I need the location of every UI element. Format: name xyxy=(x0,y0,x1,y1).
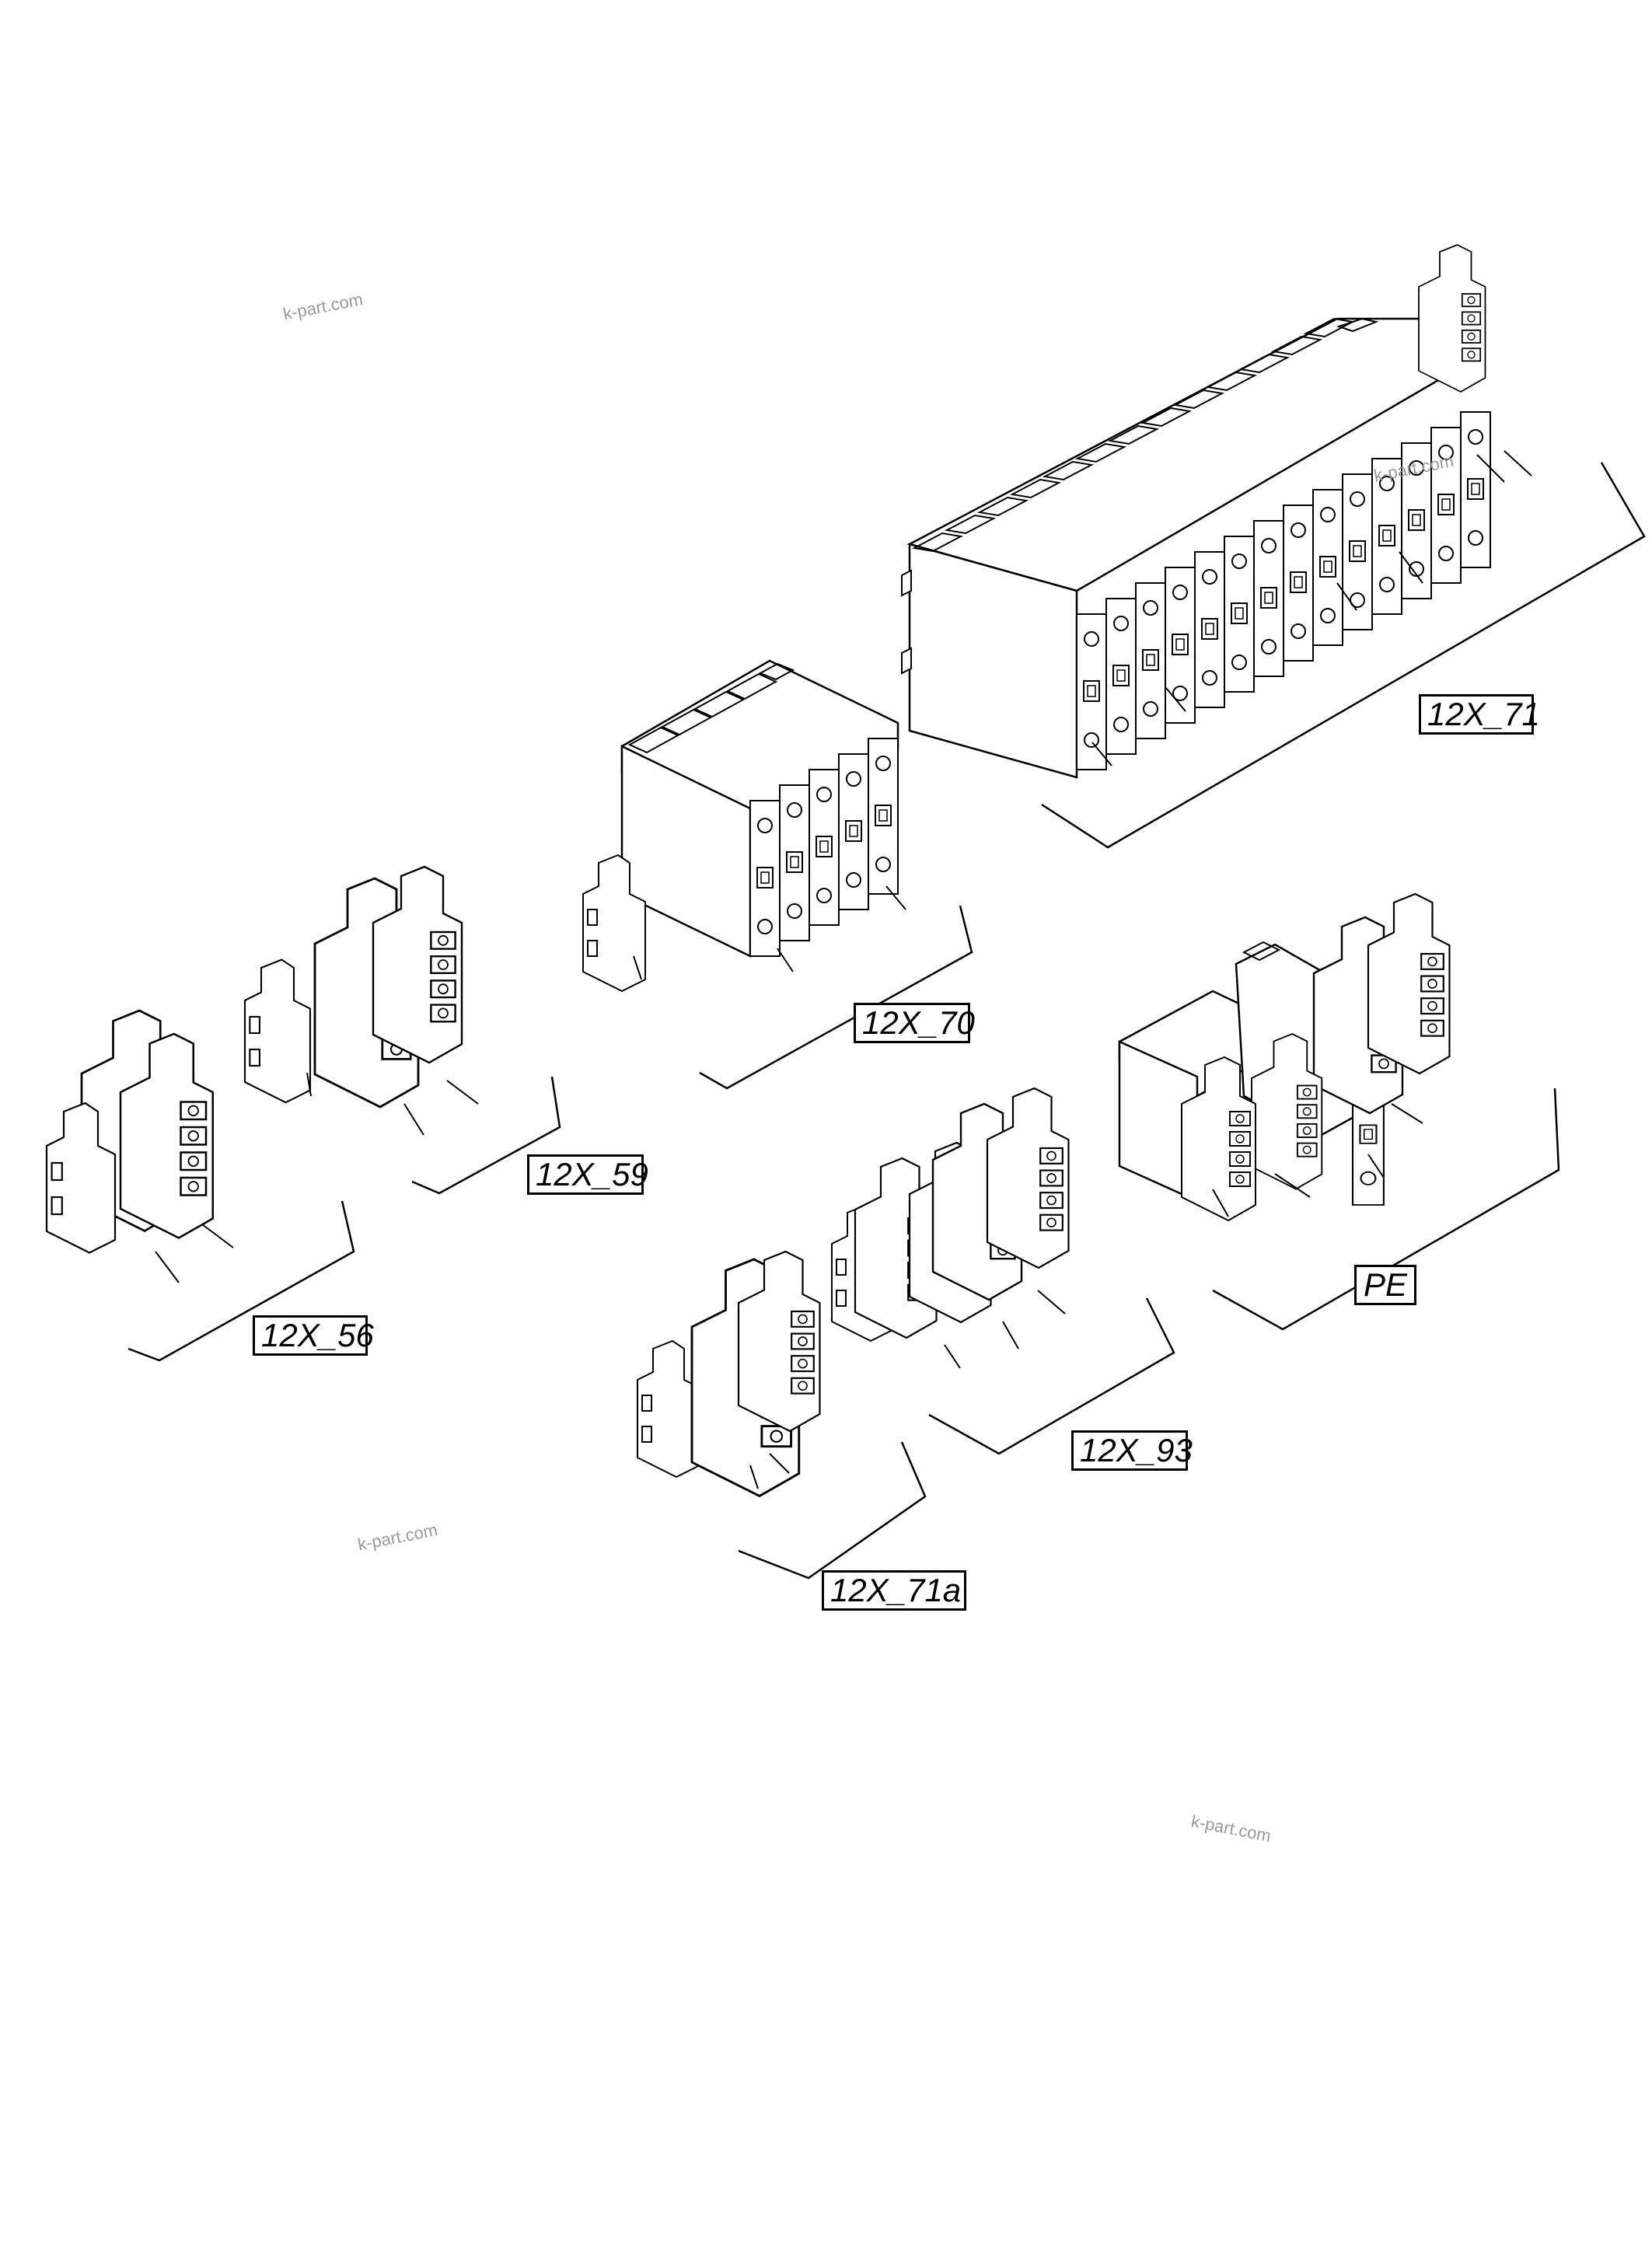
label-12X-59: 12X_59 xyxy=(527,1154,648,1195)
group-12X-71-block xyxy=(901,244,1646,849)
label-12X-71: 12X_71 xyxy=(1419,694,1540,735)
group-12X-93-block xyxy=(831,1087,1175,1455)
label-12X-56: 12X_56 xyxy=(253,1315,374,1356)
label-12X-70: 12X_70 xyxy=(854,1003,975,1043)
group-12X-56-block xyxy=(45,1009,355,1362)
group-12X-59-block xyxy=(243,865,561,1195)
label-12X-71a: 12X_71a xyxy=(822,1570,966,1611)
group-12X-70-block xyxy=(582,659,973,1090)
group-PE-block xyxy=(1118,892,1560,1331)
label-12X-93: 12X_93 xyxy=(1071,1430,1193,1471)
group-12X-71a-block xyxy=(637,1250,927,1580)
label-PE: PE xyxy=(1354,1265,1416,1305)
